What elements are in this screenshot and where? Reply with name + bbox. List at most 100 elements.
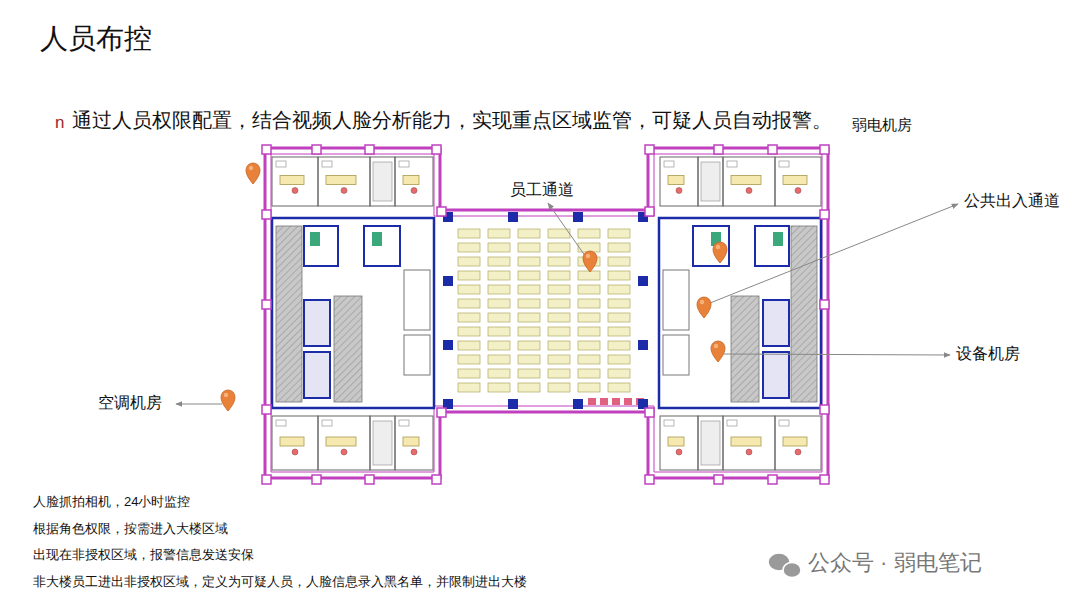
wall-column bbox=[262, 145, 271, 154]
office-cabinet bbox=[727, 161, 737, 167]
shaft bbox=[373, 162, 392, 201]
office-room bbox=[698, 157, 723, 206]
workstation-desk bbox=[458, 285, 480, 294]
wall-column bbox=[365, 475, 374, 484]
workstation-desk bbox=[518, 257, 540, 266]
toilet-fixture bbox=[310, 232, 320, 246]
office-room bbox=[272, 416, 318, 470]
workstation-desk bbox=[458, 355, 480, 364]
elevator bbox=[304, 300, 330, 346]
office-room bbox=[272, 157, 318, 206]
workstation-desk bbox=[548, 285, 570, 294]
workstation-desk bbox=[458, 299, 480, 308]
office-desk bbox=[403, 437, 419, 446]
stair bbox=[334, 296, 362, 402]
watermark: 公众号 · 弱电笔记 bbox=[808, 550, 982, 576]
workstation-desk bbox=[518, 229, 540, 238]
office-cabinet bbox=[322, 420, 332, 426]
camera-pin bbox=[713, 242, 727, 263]
toilet-fixture bbox=[773, 232, 783, 246]
workstation-desk bbox=[608, 369, 630, 378]
elevator bbox=[763, 300, 789, 346]
camera-pin bbox=[711, 341, 725, 362]
wall-column bbox=[714, 475, 723, 484]
workstation-desk bbox=[488, 341, 510, 350]
office-cabinet bbox=[276, 161, 286, 167]
office-chair bbox=[676, 188, 682, 194]
office-room bbox=[698, 416, 723, 470]
workstation-desk bbox=[488, 257, 510, 266]
workstation-desk bbox=[518, 271, 540, 280]
wall-column bbox=[714, 145, 723, 154]
workstation-desk bbox=[518, 299, 540, 308]
pin-highlight bbox=[249, 166, 253, 170]
structural-column bbox=[508, 399, 518, 409]
leader-line bbox=[705, 204, 958, 305]
office-chair bbox=[795, 449, 801, 455]
leader-line bbox=[724, 354, 950, 355]
pin-shape bbox=[711, 341, 725, 362]
office-desk bbox=[731, 437, 761, 446]
office-cabinet bbox=[322, 161, 332, 167]
workstation-desk bbox=[518, 313, 540, 322]
workstation-desk bbox=[488, 369, 510, 378]
corridor-room bbox=[663, 270, 689, 330]
office-room bbox=[723, 157, 775, 206]
callout-label: 设备机房 bbox=[956, 344, 1020, 363]
office-desk bbox=[280, 437, 304, 446]
workstation-desk bbox=[578, 285, 600, 294]
workstation-desk bbox=[548, 299, 570, 308]
office-chair bbox=[411, 449, 417, 455]
workstation-desk bbox=[578, 383, 600, 392]
workstation-desk bbox=[548, 243, 570, 252]
office-cabinet bbox=[399, 161, 409, 167]
structural-column bbox=[573, 399, 583, 409]
camera-pin bbox=[583, 251, 597, 272]
workstation-desk bbox=[608, 299, 630, 308]
office-chair bbox=[795, 188, 801, 194]
workstation-desk bbox=[578, 313, 600, 322]
inner-wall bbox=[271, 154, 822, 472]
core-wall bbox=[272, 218, 434, 408]
wall-column bbox=[645, 475, 654, 484]
elevator bbox=[304, 352, 330, 398]
workstation-desk bbox=[518, 369, 540, 378]
workstation-desk bbox=[608, 327, 630, 336]
workstation-desk bbox=[458, 383, 480, 392]
office-desk bbox=[668, 437, 684, 446]
workstation-desk bbox=[458, 229, 480, 238]
workstation-desk bbox=[458, 243, 480, 252]
workstation-desk bbox=[488, 285, 510, 294]
workstation-desk bbox=[518, 383, 540, 392]
office-chair bbox=[746, 188, 752, 194]
meeting-chair bbox=[588, 398, 596, 405]
note-line: 人脸抓拍相机，24小时监控 bbox=[33, 494, 190, 510]
shaft bbox=[701, 421, 720, 465]
office-desk bbox=[326, 437, 356, 446]
office-room bbox=[370, 416, 395, 470]
office-desk bbox=[280, 176, 304, 185]
workstation-desk bbox=[578, 327, 600, 336]
workstation-desk bbox=[518, 341, 540, 350]
workstation-desk bbox=[608, 271, 630, 280]
leader-line bbox=[176, 404, 222, 405]
office-desk bbox=[783, 437, 807, 446]
office-desk bbox=[783, 176, 807, 185]
workstation-desk bbox=[548, 341, 570, 350]
toilet-room bbox=[755, 226, 789, 266]
workstation-desk bbox=[548, 257, 570, 266]
camera-pin bbox=[221, 390, 235, 411]
wall-column bbox=[820, 475, 829, 484]
bullet-text: 通过人员权限配置，结合视频人脸分析能力，实现重点区域监管，可疑人员自动报警。 bbox=[72, 108, 832, 132]
wall-column bbox=[432, 475, 441, 484]
office-room bbox=[775, 157, 821, 206]
corridor-room bbox=[663, 335, 689, 375]
workstation-desk bbox=[488, 243, 510, 252]
workstation-desk bbox=[608, 243, 630, 252]
office-desk bbox=[731, 176, 761, 185]
workstation-desk bbox=[608, 355, 630, 364]
pin-highlight bbox=[716, 245, 720, 249]
workstation-desk bbox=[548, 355, 570, 364]
pin-highlight bbox=[714, 344, 718, 348]
